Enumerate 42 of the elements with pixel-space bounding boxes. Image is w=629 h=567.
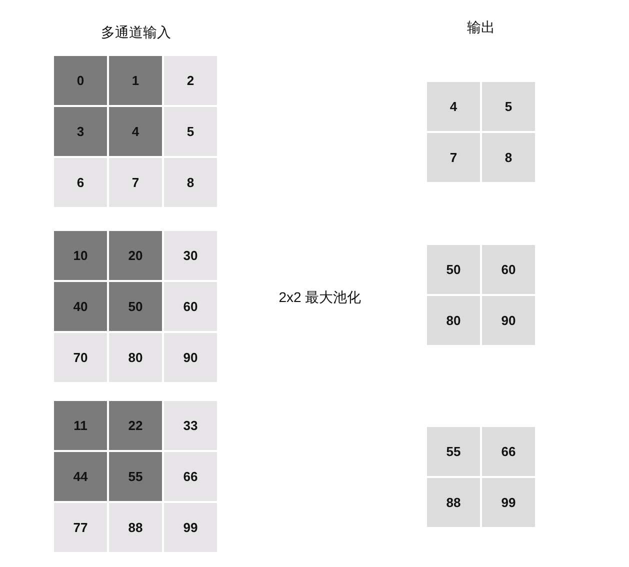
output-heading: 输出 bbox=[467, 19, 495, 37]
output-cell: 80 bbox=[427, 296, 480, 345]
input-cell: 6 bbox=[54, 158, 107, 207]
pooling-window-cell: 1 bbox=[109, 56, 162, 105]
pooling-window-cell: 4 bbox=[109, 107, 162, 156]
pooling-window-cell: 0 bbox=[54, 56, 107, 105]
pooling-window-cell: 10 bbox=[54, 231, 107, 280]
input-cell: 66 bbox=[164, 452, 217, 501]
output-cell: 5 bbox=[482, 82, 535, 131]
output-cell: 90 bbox=[482, 296, 535, 345]
pooling-window-cell: 11 bbox=[54, 401, 107, 450]
pooling-window-cell: 3 bbox=[54, 107, 107, 156]
output-cell: 60 bbox=[482, 245, 535, 294]
input-cell: 88 bbox=[109, 503, 162, 552]
input-heading: 多通道输入 bbox=[101, 24, 171, 42]
input-cell: 99 bbox=[164, 503, 217, 552]
input-cell: 7 bbox=[109, 158, 162, 207]
output-cell: 88 bbox=[427, 478, 480, 527]
input-cell: 33 bbox=[164, 401, 217, 450]
input-cell: 5 bbox=[164, 107, 217, 156]
input-cell: 70 bbox=[54, 333, 107, 382]
pooling-window-cell: 44 bbox=[54, 452, 107, 501]
pooling-window-cell: 50 bbox=[109, 282, 162, 331]
input-cell: 2 bbox=[164, 56, 217, 105]
input-cell: 77 bbox=[54, 503, 107, 552]
input-cell: 60 bbox=[164, 282, 217, 331]
input-cell: 90 bbox=[164, 333, 217, 382]
output-cell: 99 bbox=[482, 478, 535, 527]
output-cell: 66 bbox=[482, 427, 535, 476]
input-cell: 8 bbox=[164, 158, 217, 207]
output-cell: 8 bbox=[482, 133, 535, 182]
output-cell: 4 bbox=[427, 82, 480, 131]
output-cell: 55 bbox=[427, 427, 480, 476]
pooling-window-cell: 22 bbox=[109, 401, 162, 450]
output-cell: 50 bbox=[427, 245, 480, 294]
output-cell: 7 bbox=[427, 133, 480, 182]
pooling-window-cell: 55 bbox=[109, 452, 162, 501]
input-cell: 80 bbox=[109, 333, 162, 382]
pooling-window-cell: 20 bbox=[109, 231, 162, 280]
pooling-window-cell: 40 bbox=[54, 282, 107, 331]
operation-label: 2x2 最大池化 bbox=[278, 289, 362, 307]
input-cell: 30 bbox=[164, 231, 217, 280]
